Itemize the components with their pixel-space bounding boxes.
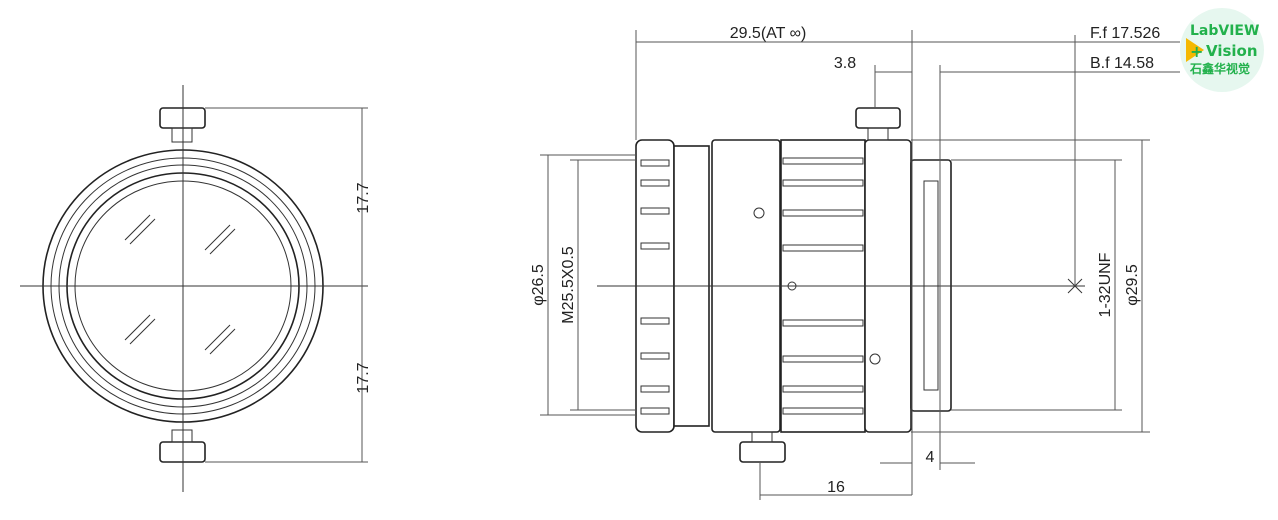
front-view: 17.7 17.7	[20, 85, 372, 492]
bottom-lock-knob	[739, 441, 786, 463]
side-view: 29.5(AT ∞) 3.8 F.f 17.526 B.f 14.58 φ26.…	[530, 25, 1180, 500]
top-lock-knob	[855, 107, 901, 129]
logo-line2: Vision	[1206, 42, 1258, 60]
flange-offset-label: 3.8	[834, 55, 856, 72]
front-diameter-label: φ26.5	[530, 264, 547, 306]
filter-thread-label: M25.5X0.5	[560, 246, 577, 323]
play-arrow-icon	[1186, 38, 1204, 62]
back-focal-label: B.f 14.58	[1090, 55, 1154, 72]
dim-lower-label: 17.7	[355, 362, 372, 393]
overall-length-label: 29.5(AT ∞)	[730, 25, 807, 42]
dim-upper-label: 17.7	[355, 182, 372, 213]
logo-line3: 石鑫华视觉	[1189, 61, 1250, 76]
labview-vision-logo: + LabVIEW Vision 石鑫华视觉	[1180, 8, 1264, 92]
plus-icon: +	[1190, 42, 1203, 61]
front-focal-label: F.f 17.526	[1090, 25, 1160, 42]
knob-position-label: 16	[827, 479, 845, 496]
mount-length-label: 4	[926, 449, 935, 466]
logo-line1: LabVIEW	[1190, 23, 1259, 39]
body-diameter-label: φ29.5	[1124, 264, 1141, 306]
mount-thread-label: 1-32UNF	[1097, 252, 1114, 317]
glass-reflection-icon	[124, 214, 236, 355]
